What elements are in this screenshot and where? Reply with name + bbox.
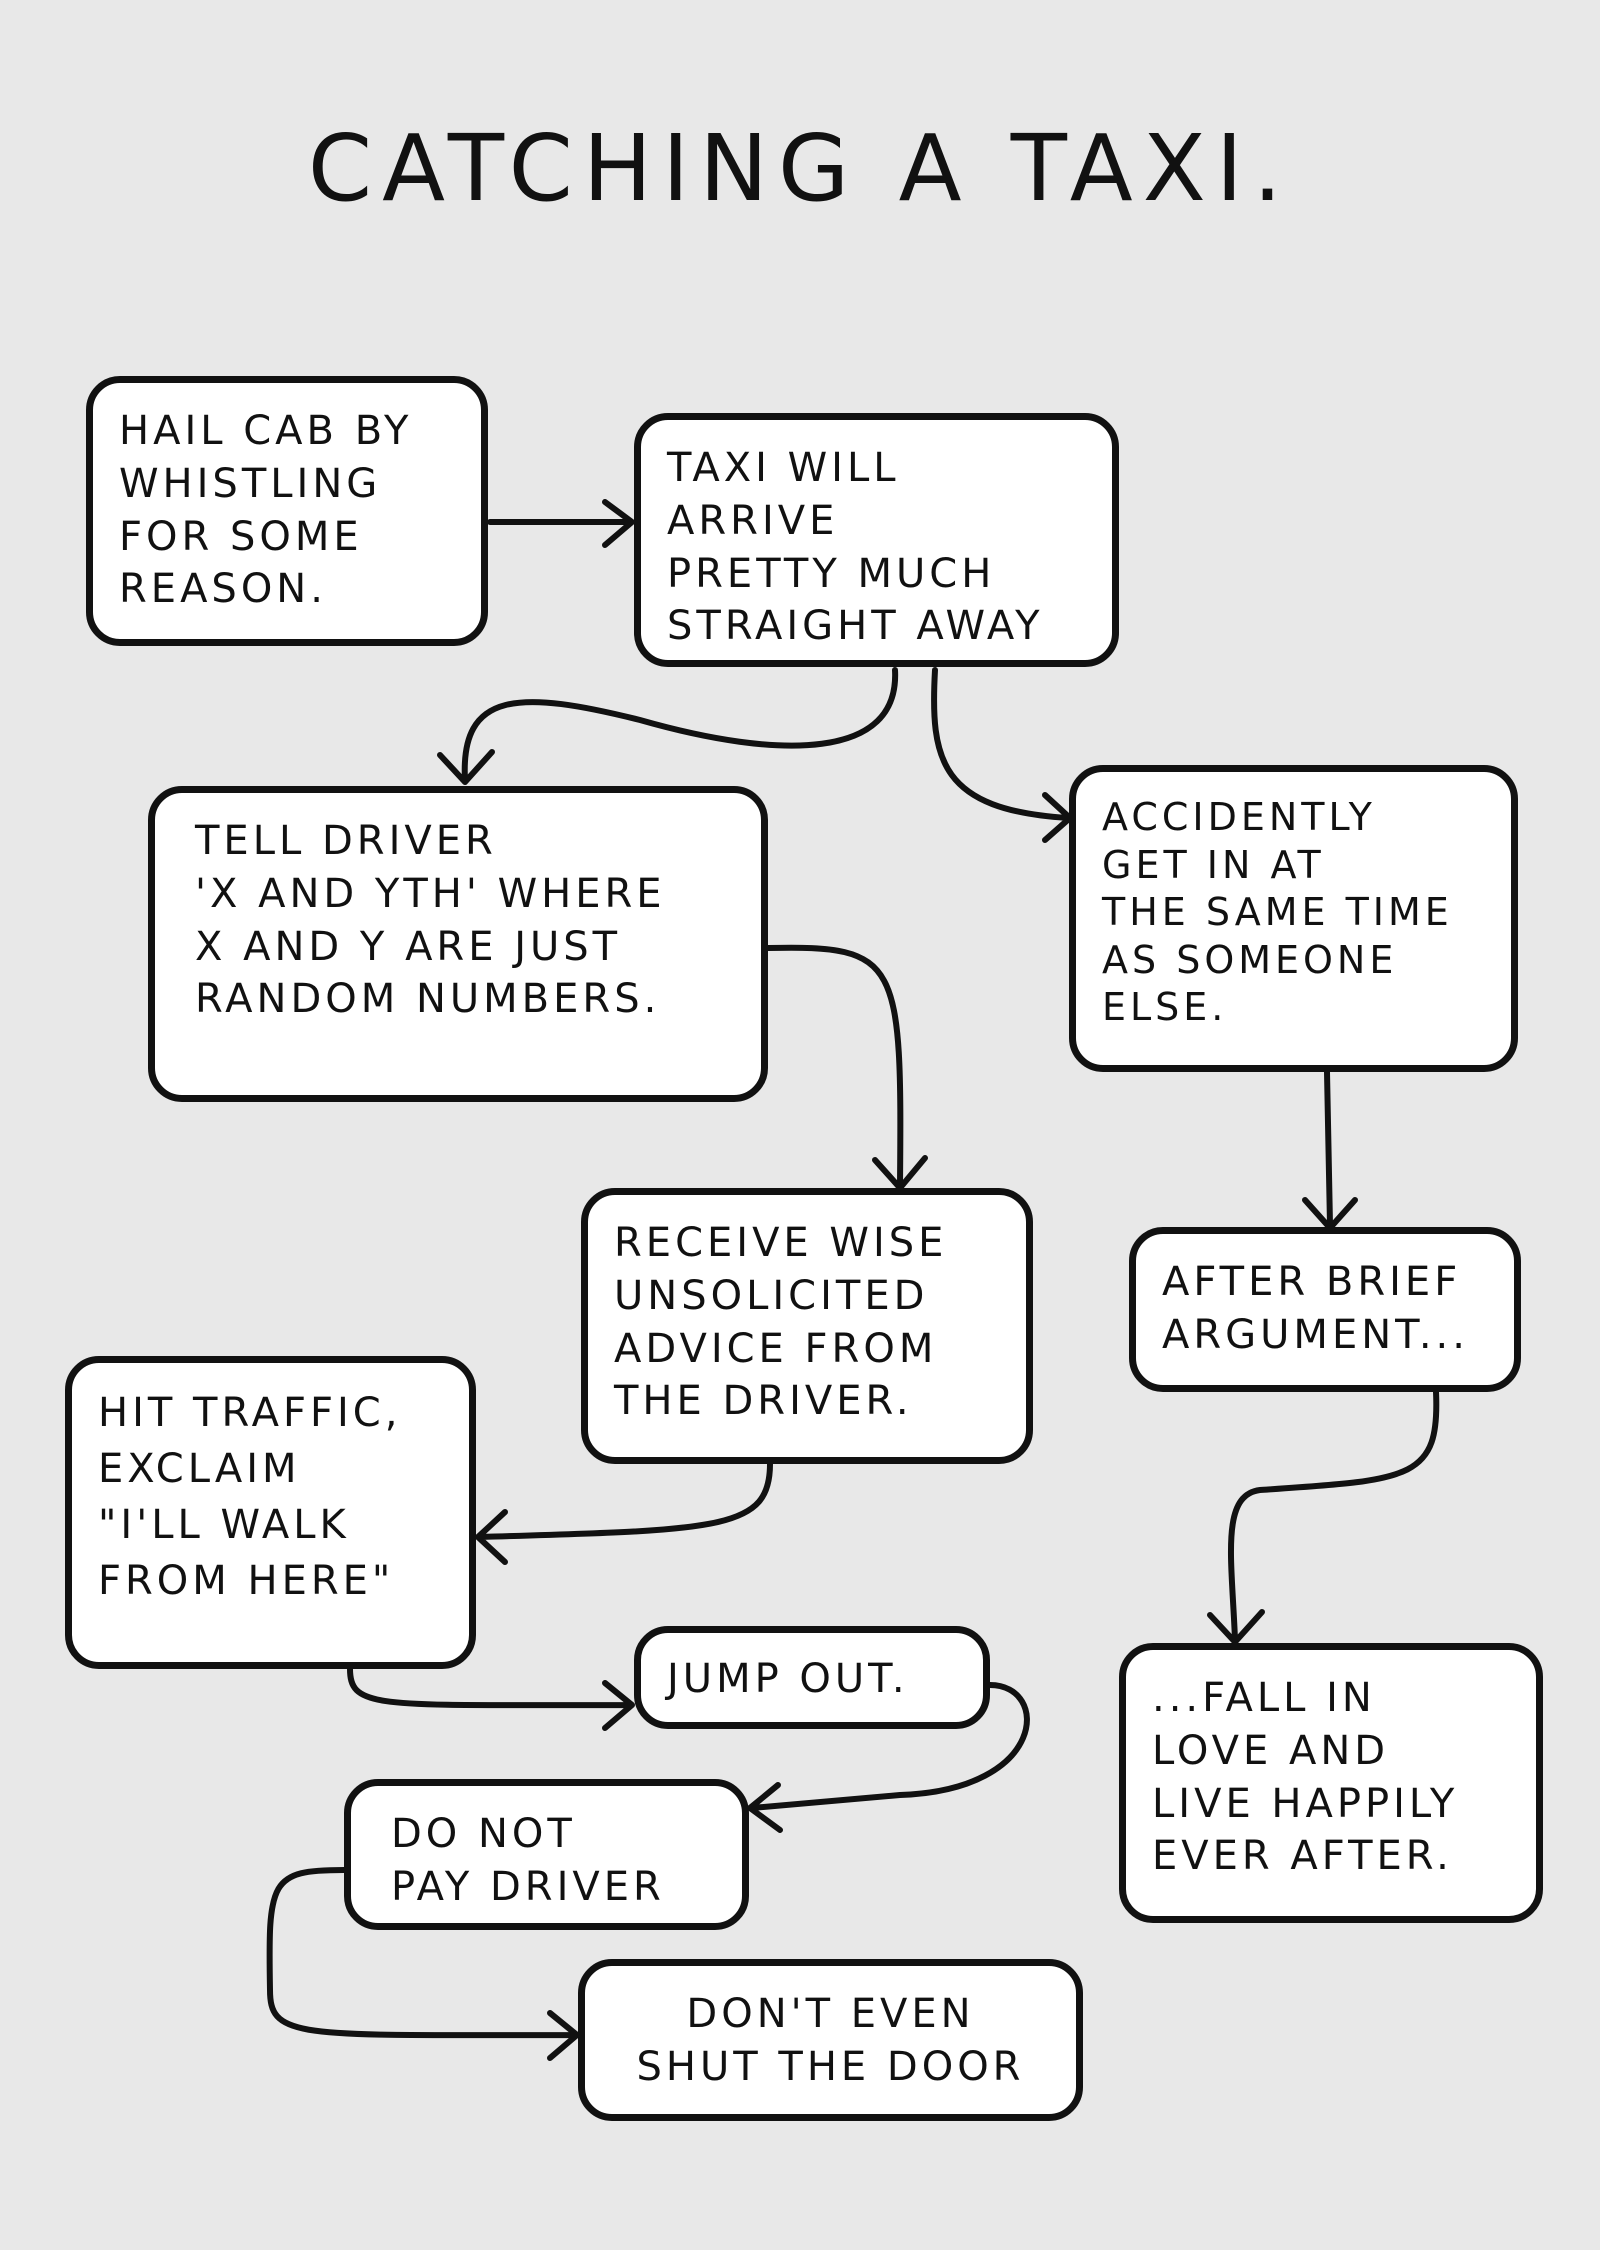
step-receive-advice: Receive wise unsolicited advice from the… xyxy=(581,1188,1033,1464)
arrow-jump-to-nopay xyxy=(747,1682,1030,1833)
arrow-traffic-to-jump xyxy=(347,1666,635,1731)
page-title: Catching a taxi. xyxy=(307,115,1293,222)
step-do-not-pay: Do not pay driver xyxy=(344,1779,749,1930)
step-hail-cab: Hail cab by whistling for some reason. xyxy=(86,376,488,646)
step-tell-driver: Tell driver 'x and yth' where x and y ar… xyxy=(148,786,768,1102)
step-brief-argument: After brief argument... xyxy=(1129,1227,1521,1392)
step-taxi-arrives: Taxi will arrive pretty much straight aw… xyxy=(634,413,1119,667)
step-accidently-share: Accidently get in at the same time as so… xyxy=(1069,765,1518,1072)
arrow-hail-to-arrive xyxy=(487,499,635,548)
arrow-arrive-to-accident xyxy=(931,667,1073,843)
arrow-accident-to-argument xyxy=(1302,1069,1358,1231)
step-jump-out: Jump out. xyxy=(634,1626,990,1729)
arrow-nopay-to-door xyxy=(266,1867,580,2061)
step-fall-in-love: ...fall in love and live happily ever af… xyxy=(1119,1643,1543,1923)
arrow-arrive-to-tell xyxy=(437,667,899,785)
step-dont-shut-door: Don't even shut the door xyxy=(578,1959,1083,2121)
arrow-advice-to-traffic xyxy=(475,1461,773,1565)
step-hit-traffic: Hit traffic, exclaim "I'll walk from her… xyxy=(65,1356,476,1669)
arrow-tell-to-advice xyxy=(765,944,928,1191)
arrow-argument-to-love xyxy=(1207,1389,1440,1645)
